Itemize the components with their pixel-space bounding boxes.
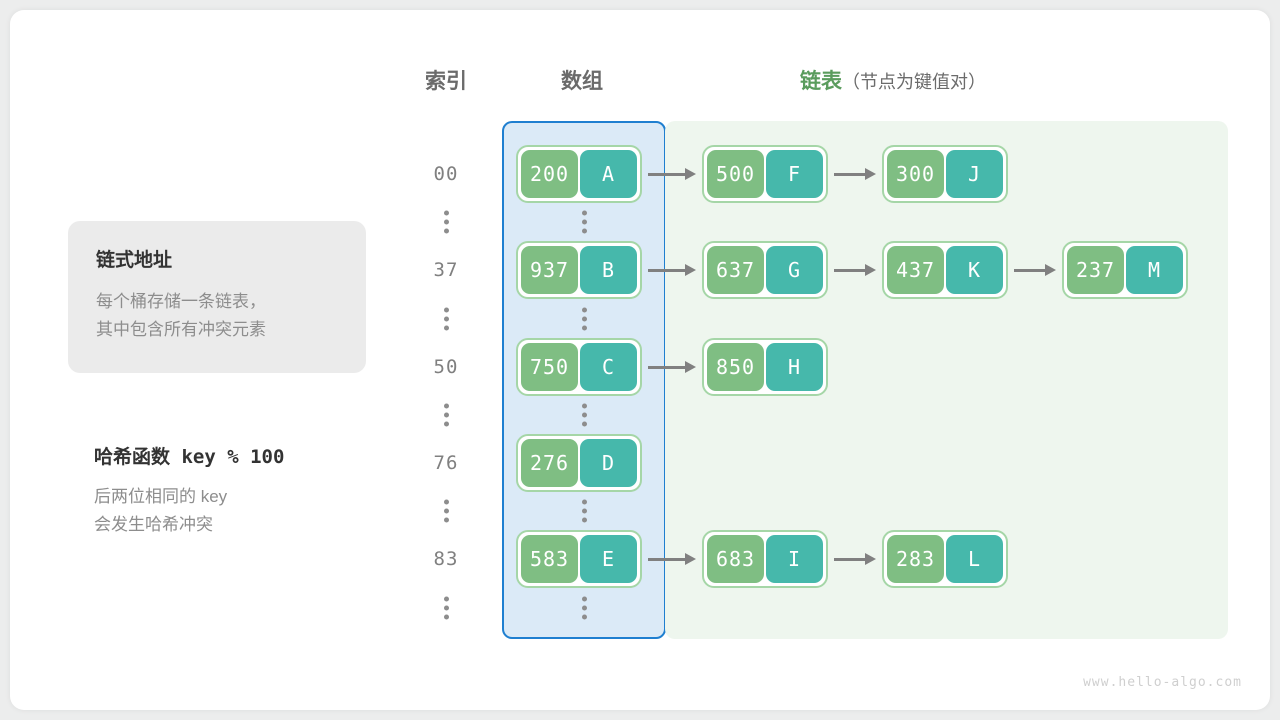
node-value: F	[766, 150, 823, 198]
node-value: J	[946, 150, 1003, 198]
bucket-index-label: 76	[433, 452, 459, 474]
ellipsis-row	[10, 395, 1270, 435]
node-value: G	[766, 246, 823, 294]
node-key: 500	[707, 150, 764, 198]
node-key: 200	[521, 150, 578, 198]
column-header-array: 数组	[561, 70, 603, 93]
info-box-title: 链式地址	[96, 250, 173, 271]
node-value: E	[580, 535, 637, 583]
column-header-linkedlist-note: （节点为键值对）	[842, 72, 986, 92]
node-key: 750	[521, 343, 578, 391]
ellipsis-row	[10, 202, 1270, 242]
column-header-linkedlist: 链表（节点为键值对）	[800, 65, 986, 95]
node-key: 637	[707, 246, 764, 294]
node-value: B	[580, 246, 637, 294]
index-ellipsis-icon	[436, 403, 456, 427]
index-ellipsis-icon	[436, 307, 456, 331]
node-value: D	[580, 439, 637, 487]
info-box-line-2: 其中包含所有冲突元素	[96, 320, 266, 339]
watermark: www.hello-algo.com	[1083, 675, 1242, 690]
node-value: K	[946, 246, 1003, 294]
array-ellipsis-icon	[574, 307, 594, 331]
column-header-index: 索引	[425, 70, 467, 93]
array-ellipsis-icon	[574, 210, 594, 234]
ellipsis-row	[10, 588, 1270, 628]
array-ellipsis-icon	[574, 499, 594, 523]
hash-function-title: 哈希函数 key % 100	[94, 446, 285, 468]
node-key: 437	[887, 246, 944, 294]
next-pointer-arrow-icon	[834, 553, 876, 565]
next-pointer-arrow-icon	[834, 264, 876, 276]
node-key: 283	[887, 535, 944, 583]
node-key: 850	[707, 343, 764, 391]
array-ellipsis-icon	[574, 596, 594, 620]
array-ellipsis-icon	[574, 403, 594, 427]
node-value: I	[766, 535, 823, 583]
node-value: A	[580, 150, 637, 198]
info-box: 链式地址 每个桶存储一条链表， 其中包含所有冲突元素	[68, 221, 366, 373]
bucket-index-label: 00	[433, 163, 459, 185]
hash-function-line-2: 会发生哈希冲突	[94, 515, 213, 534]
bucket-index-label: 37	[433, 259, 459, 281]
node-value: L	[946, 535, 1003, 583]
node-key: 583	[521, 535, 578, 583]
column-header-linkedlist-label: 链表	[800, 70, 842, 93]
next-pointer-arrow-icon	[648, 168, 696, 180]
next-pointer-arrow-icon	[648, 361, 696, 373]
node-key: 237	[1067, 246, 1124, 294]
node-key: 683	[707, 535, 764, 583]
hash-function-note: 哈希函数 key % 100 后两位相同的 key 会发生哈希冲突	[94, 442, 414, 539]
index-ellipsis-icon	[436, 210, 456, 234]
node-value: H	[766, 343, 823, 391]
next-pointer-arrow-icon	[648, 264, 696, 276]
info-box-line-1: 每个桶存储一条链表，	[96, 292, 266, 311]
next-pointer-arrow-icon	[1014, 264, 1056, 276]
node-value: M	[1126, 246, 1183, 294]
index-ellipsis-icon	[436, 596, 456, 620]
index-ellipsis-icon	[436, 499, 456, 523]
hash-function-line-1: 后两位相同的 key	[94, 487, 228, 506]
node-key: 300	[887, 150, 944, 198]
ellipsis-row	[10, 299, 1270, 339]
node-key: 276	[521, 439, 578, 487]
bucket-index-label: 83	[433, 548, 459, 570]
node-key: 937	[521, 246, 578, 294]
bucket-index-label: 50	[433, 356, 459, 378]
node-value: C	[580, 343, 637, 391]
next-pointer-arrow-icon	[648, 553, 696, 565]
next-pointer-arrow-icon	[834, 168, 876, 180]
ellipsis-row	[10, 491, 1270, 531]
